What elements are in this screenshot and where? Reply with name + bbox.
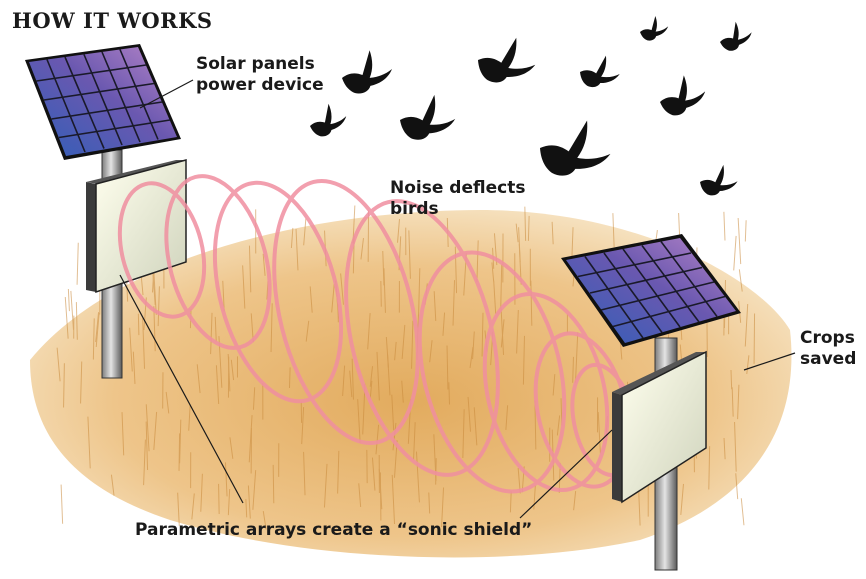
bird-icon [400,94,456,140]
bird-icon [540,120,611,176]
sound-wave-ring [344,199,500,477]
label-noise-deflects: Noise deflects birds [390,178,526,219]
label-crops-saved: Crops saved [800,328,857,369]
bird-icon [700,164,738,196]
solar-panel-icon [25,44,181,160]
sound-wave-ring [164,174,272,350]
bird-icon [720,21,752,51]
bird-icon [660,75,706,116]
solar-panel-icon [561,234,741,347]
bird-icon [640,16,669,41]
speaker-box-icon [86,159,187,294]
sound-wave-ring [417,250,567,494]
speaker-box-icon [612,350,707,504]
bird-icon [580,55,620,88]
bird-icon [310,103,347,137]
left-device [25,44,187,379]
sound-wave-rings [117,174,638,494]
sound-wave-ring [482,291,610,493]
label-parametric-arrays: Parametric arrays create a “sonic shield… [135,520,533,540]
title: HOW IT WORKS [12,8,213,33]
label-solar-panels: Solar panels power device [196,54,324,95]
bird-flock [310,16,752,196]
bird-icon [478,37,536,83]
leader-lines [119,79,796,519]
right-device [561,234,741,571]
sound-wave-ring [212,180,344,404]
sound-wave-ring [117,181,207,319]
sound-wave-ring [272,179,420,445]
bird-icon [342,50,393,94]
